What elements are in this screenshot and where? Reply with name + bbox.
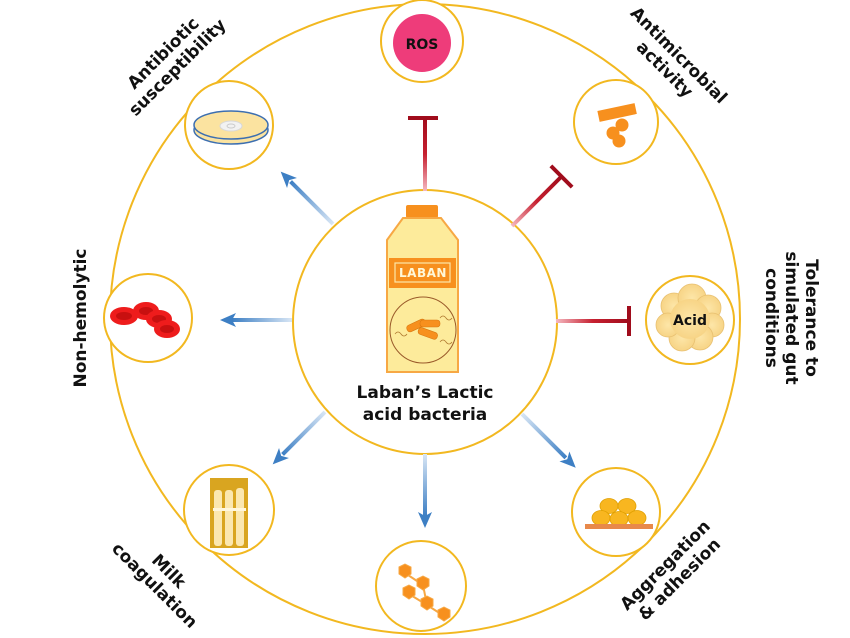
label-hemolytic: Non-hemolytic (71, 248, 91, 387)
promote-arrow-milk (272, 410, 327, 465)
hexagon-chain-icon (398, 563, 451, 622)
label-hemolytic-line1: Non-hemolytic (71, 248, 91, 387)
ros-label: ROS (406, 37, 439, 53)
promote-arrow-hemolytic (220, 313, 292, 327)
inhibit-connector-ros (408, 116, 438, 191)
node-hemolytic (103, 273, 193, 363)
label-tolerance: Tolerance to simulated gut conditions (761, 251, 821, 384)
label-tolerance-line3: conditions (761, 268, 781, 368)
milk-tubes-icon (210, 478, 248, 548)
petri-dish-icon (193, 110, 269, 145)
center-title-line1: Laban’s Lactic (357, 383, 494, 403)
label-tolerance-line2: simulated gut (781, 251, 801, 384)
laban-bottle-icon: LABAN (386, 205, 459, 373)
node-aggregation (571, 467, 661, 557)
promote-arrow-antibiotic (280, 171, 335, 226)
antimicrobial-icon (597, 103, 637, 148)
promote-arrow-aggregation (520, 412, 576, 468)
node-acid: Acid (645, 275, 735, 365)
red-blood-cells-icon (110, 302, 180, 338)
node-antimicrobial (573, 79, 659, 165)
acid-label: Acid (673, 313, 707, 329)
center-title-line2: acid bacteria (363, 405, 488, 425)
inhibit-connector-antimicrobial (510, 164, 574, 228)
node-exopolysaccharide (375, 540, 467, 632)
inhibit-connector-acid (556, 306, 631, 336)
node-milk (183, 464, 275, 556)
label-milk-line2: coagulation (107, 539, 201, 633)
acid-cloud-icon (655, 283, 725, 352)
node-ros: ROS (380, 0, 464, 83)
ros-badge (393, 14, 451, 72)
node-antibiotic (184, 80, 274, 170)
bottle-label: LABAN (399, 266, 447, 280)
promote-arrow-exopolysaccharide (418, 454, 432, 528)
label-tolerance-line1: Tolerance to (801, 259, 821, 377)
adhesion-surface (585, 524, 653, 529)
